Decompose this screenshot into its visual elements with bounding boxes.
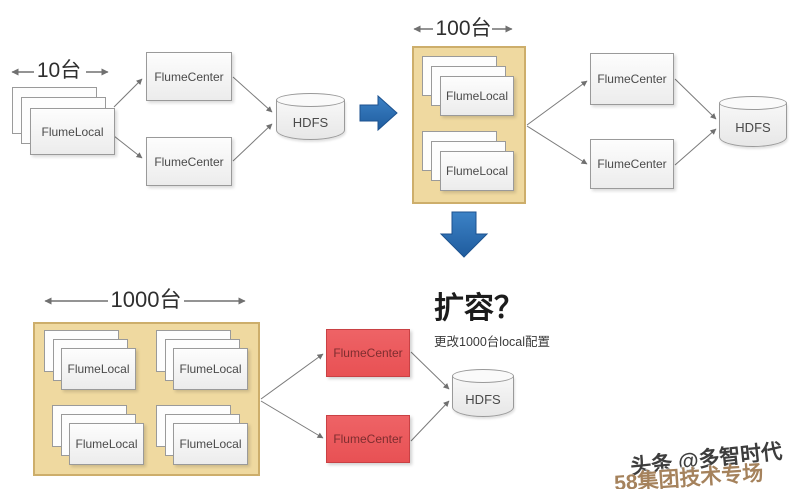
flumelocal-node: FlumeLocal <box>69 423 144 465</box>
flumecenter-node: FlumeCenter <box>590 53 674 105</box>
cylinder-top <box>276 93 345 107</box>
hdfs-label: HDFS <box>735 120 771 135</box>
expansion-question: 扩容？ <box>434 292 524 325</box>
hdfs-label: HDFS <box>292 115 329 130</box>
flumecenter-node: FlumeCenter <box>590 139 674 189</box>
expansion-note: 更改1000台local配置 <box>434 335 551 349</box>
arrow-down-icon <box>439 211 489 258</box>
flumecenter-node-red: FlumeCenter <box>326 415 410 463</box>
arrow-right-icon <box>359 94 398 132</box>
flumelocal-node: FlumeLocal <box>440 76 514 116</box>
hdfs-label: HDFS <box>465 391 501 407</box>
flumecenter-node: FlumeCenter <box>146 137 232 186</box>
measure-label-hundred: 100台 <box>435 17 492 40</box>
measure-label-thousand: 1000台 <box>110 287 182 312</box>
cylinder-top <box>719 96 787 110</box>
flumelocal-node: FlumeLocal <box>173 423 248 465</box>
flumelocal-node: FlumeLocal <box>61 348 136 390</box>
flumelocal-node: FlumeLocal <box>30 108 115 155</box>
flumelocal-node: FlumeLocal <box>440 151 514 191</box>
flumelocal-node: FlumeLocal <box>173 348 248 390</box>
hdfs-cylinder: HDFS <box>276 93 345 140</box>
hdfs-cylinder: HDFS <box>719 96 787 147</box>
flumecenter-node: FlumeCenter <box>146 52 232 101</box>
cylinder-body <box>719 103 787 147</box>
cylinder-top <box>452 369 514 383</box>
measure-label-ten: 10台 <box>36 59 82 82</box>
hdfs-cylinder: HDFS <box>452 369 514 417</box>
flumecenter-node-red: FlumeCenter <box>326 329 410 377</box>
